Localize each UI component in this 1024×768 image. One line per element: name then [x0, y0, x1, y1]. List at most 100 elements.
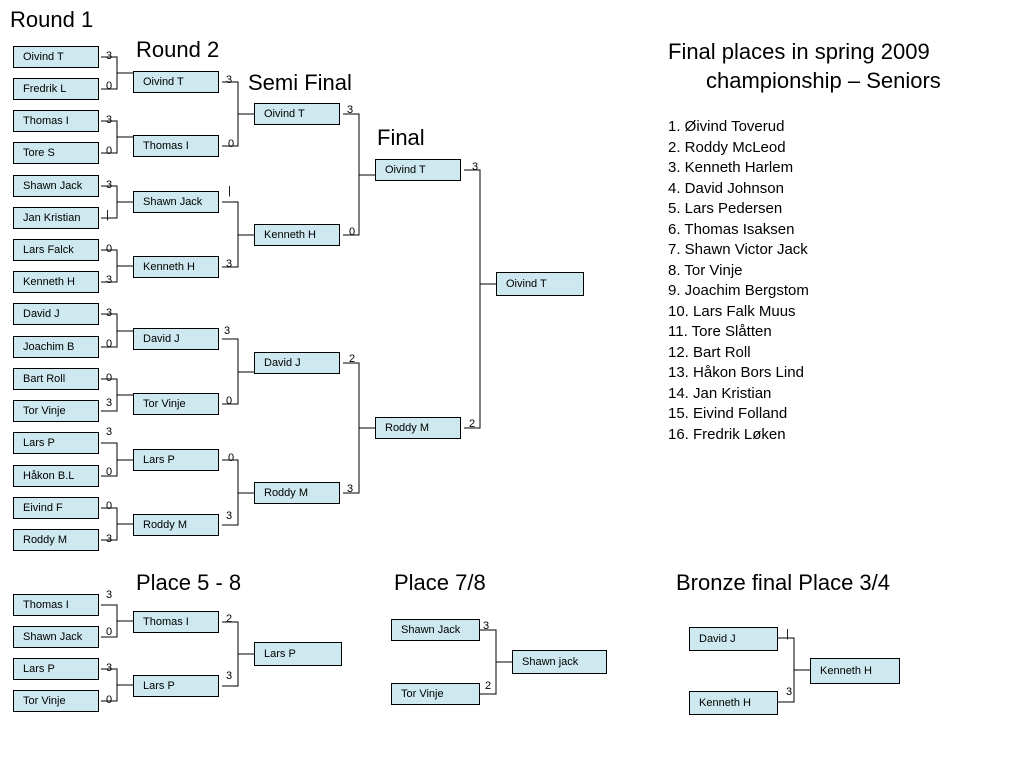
round1-score: 3 — [106, 50, 113, 62]
place78-score: 3 — [483, 620, 490, 632]
round2-player: Shawn Jack — [133, 191, 219, 213]
round1-score: 3 — [106, 179, 113, 191]
round1-player: Joachim B — [13, 336, 99, 358]
round2-player: David J — [133, 328, 219, 350]
semi-player: David J — [254, 352, 340, 374]
heading-bronze-final: Bronze final Place 3/4 — [676, 570, 891, 595]
place-item: 1. Øivind Toverud — [668, 118, 785, 135]
semi-score: 3 — [347, 104, 354, 116]
bronze-player: David J — [689, 627, 778, 651]
round1-score: 0 — [106, 466, 113, 478]
place58-round2-player: Lars P — [133, 675, 219, 697]
place-item: 7. Shawn Victor Jack — [668, 241, 808, 258]
round2-player: Lars P — [133, 449, 219, 471]
final-score: 3 — [472, 161, 479, 173]
round1-player: David J — [13, 303, 99, 325]
heading-semi-final: Semi Final — [248, 70, 352, 95]
heading-round-1: Round 1 — [10, 7, 94, 32]
semi-score: 2 — [349, 353, 356, 365]
place-item: 3. Kenneth Harlem — [668, 159, 794, 176]
round1-player: Oivind T — [13, 46, 99, 68]
round1-player: Eivind F — [13, 497, 99, 519]
round2-player: Tor Vinje — [133, 393, 219, 415]
place58-round1-player: Tor Vinje — [13, 690, 99, 712]
round1-player: Bart Roll — [13, 368, 99, 390]
round2-score: 3 — [226, 258, 233, 270]
round2-player: Roddy M — [133, 514, 219, 536]
round2-player: Kenneth H — [133, 256, 219, 278]
round2-score: 3 — [226, 510, 233, 522]
round2-score: 0 — [226, 395, 233, 407]
round2-score: 3 — [226, 74, 233, 86]
round1-player: Tor Vinje — [13, 400, 99, 422]
place58-round1-player: Thomas I — [13, 594, 99, 616]
place78-score: 2 — [485, 680, 492, 692]
round1-score: 3 — [106, 114, 113, 126]
heading-place-5-8: Place 5 - 8 — [136, 570, 242, 595]
place58-round1-score: 0 — [106, 694, 113, 706]
round1-player: Lars Falck — [13, 239, 99, 261]
round1-player: Lars P — [13, 432, 99, 454]
final-places-list: 1. Øivind Toverud 2. Roddy McLeod 3. Ken… — [668, 117, 809, 445]
place58-round2-score: 3 — [226, 670, 233, 682]
place58-round1-score: 3 — [106, 589, 113, 601]
semi-score: 3 — [347, 483, 354, 495]
bronze-winner: Kenneth H — [810, 658, 900, 684]
round1-player: Shawn Jack — [13, 175, 99, 197]
place-item: 15. Eivind Folland — [668, 405, 788, 422]
place-item: 9. Joachim Bergstom — [668, 282, 809, 299]
place-item: 12. Bart Roll — [668, 343, 751, 361]
round1-score: 3 — [106, 274, 113, 286]
place-item: 8. Tor Vinje — [668, 261, 743, 279]
round2-player: Thomas I — [133, 135, 219, 157]
final-places-title-line2: championship – Seniors — [706, 68, 941, 93]
place-item: 4. David Johnson — [668, 179, 784, 197]
place58-round1-score: 3 — [106, 662, 113, 674]
place-item: 14. Jan Kristian — [668, 384, 772, 402]
semi-player: Kenneth H — [254, 224, 340, 246]
round1-score: 3 — [106, 307, 113, 319]
place58-round2-player: Thomas I — [133, 611, 219, 633]
round1-score: 0 — [106, 338, 113, 350]
round1-player: Håkon B.L — [13, 465, 99, 487]
place78-winner: Shawn jack — [512, 650, 607, 674]
place-item: 6. Thomas Isaksen — [668, 220, 795, 238]
champion-box: Oivind T — [496, 272, 584, 296]
place-item: 16. Fredrik Løken — [668, 425, 786, 443]
bronze-player: Kenneth H — [689, 691, 778, 715]
heading-place-7-8: Place 7/8 — [394, 570, 486, 595]
place-item: 11. Tore Slåtten — [668, 323, 772, 340]
bronze-score: 3 — [786, 686, 793, 698]
round1-player: Roddy M — [13, 529, 99, 551]
place78-player: Tor Vinje — [391, 683, 480, 705]
bronze-score: | — [786, 628, 789, 640]
round1-score: 3 — [106, 397, 113, 409]
semi-score: 0 — [349, 226, 356, 238]
place-item: 5. Lars Pedersen — [668, 200, 783, 217]
place-item: 10. Lars Falk Muus — [668, 302, 796, 320]
round1-score: 3 — [106, 426, 113, 438]
round1-player: Tore S — [13, 142, 99, 164]
final-player: Roddy M — [375, 417, 461, 439]
round1-player: Thomas I — [13, 110, 99, 132]
semi-player: Oivind T — [254, 103, 340, 125]
final-score: 2 — [469, 418, 476, 430]
round2-score: 0 — [228, 138, 235, 150]
round1-player: Kenneth H — [13, 271, 99, 293]
round1-score: 0 — [106, 80, 113, 92]
final-player: Oivind T — [375, 159, 461, 181]
place58-round2-score: 2 — [226, 613, 233, 625]
round2-score: 3 — [224, 325, 231, 337]
place58-round1-player: Lars P — [13, 658, 99, 680]
round1-score: 0 — [106, 145, 113, 157]
place58-round1-player: Shawn Jack — [13, 626, 99, 648]
round1-player: Jan Kristian — [13, 207, 99, 229]
place-item: 2. Roddy McLeod — [668, 138, 786, 156]
place58-winner: Lars P — [254, 642, 342, 666]
round1-score: 0 — [106, 500, 113, 512]
round2-score: | — [228, 185, 231, 197]
semi-player: Roddy M — [254, 482, 340, 504]
round2-player: Oivind T — [133, 71, 219, 93]
round1-player: Fredrik L — [13, 78, 99, 100]
